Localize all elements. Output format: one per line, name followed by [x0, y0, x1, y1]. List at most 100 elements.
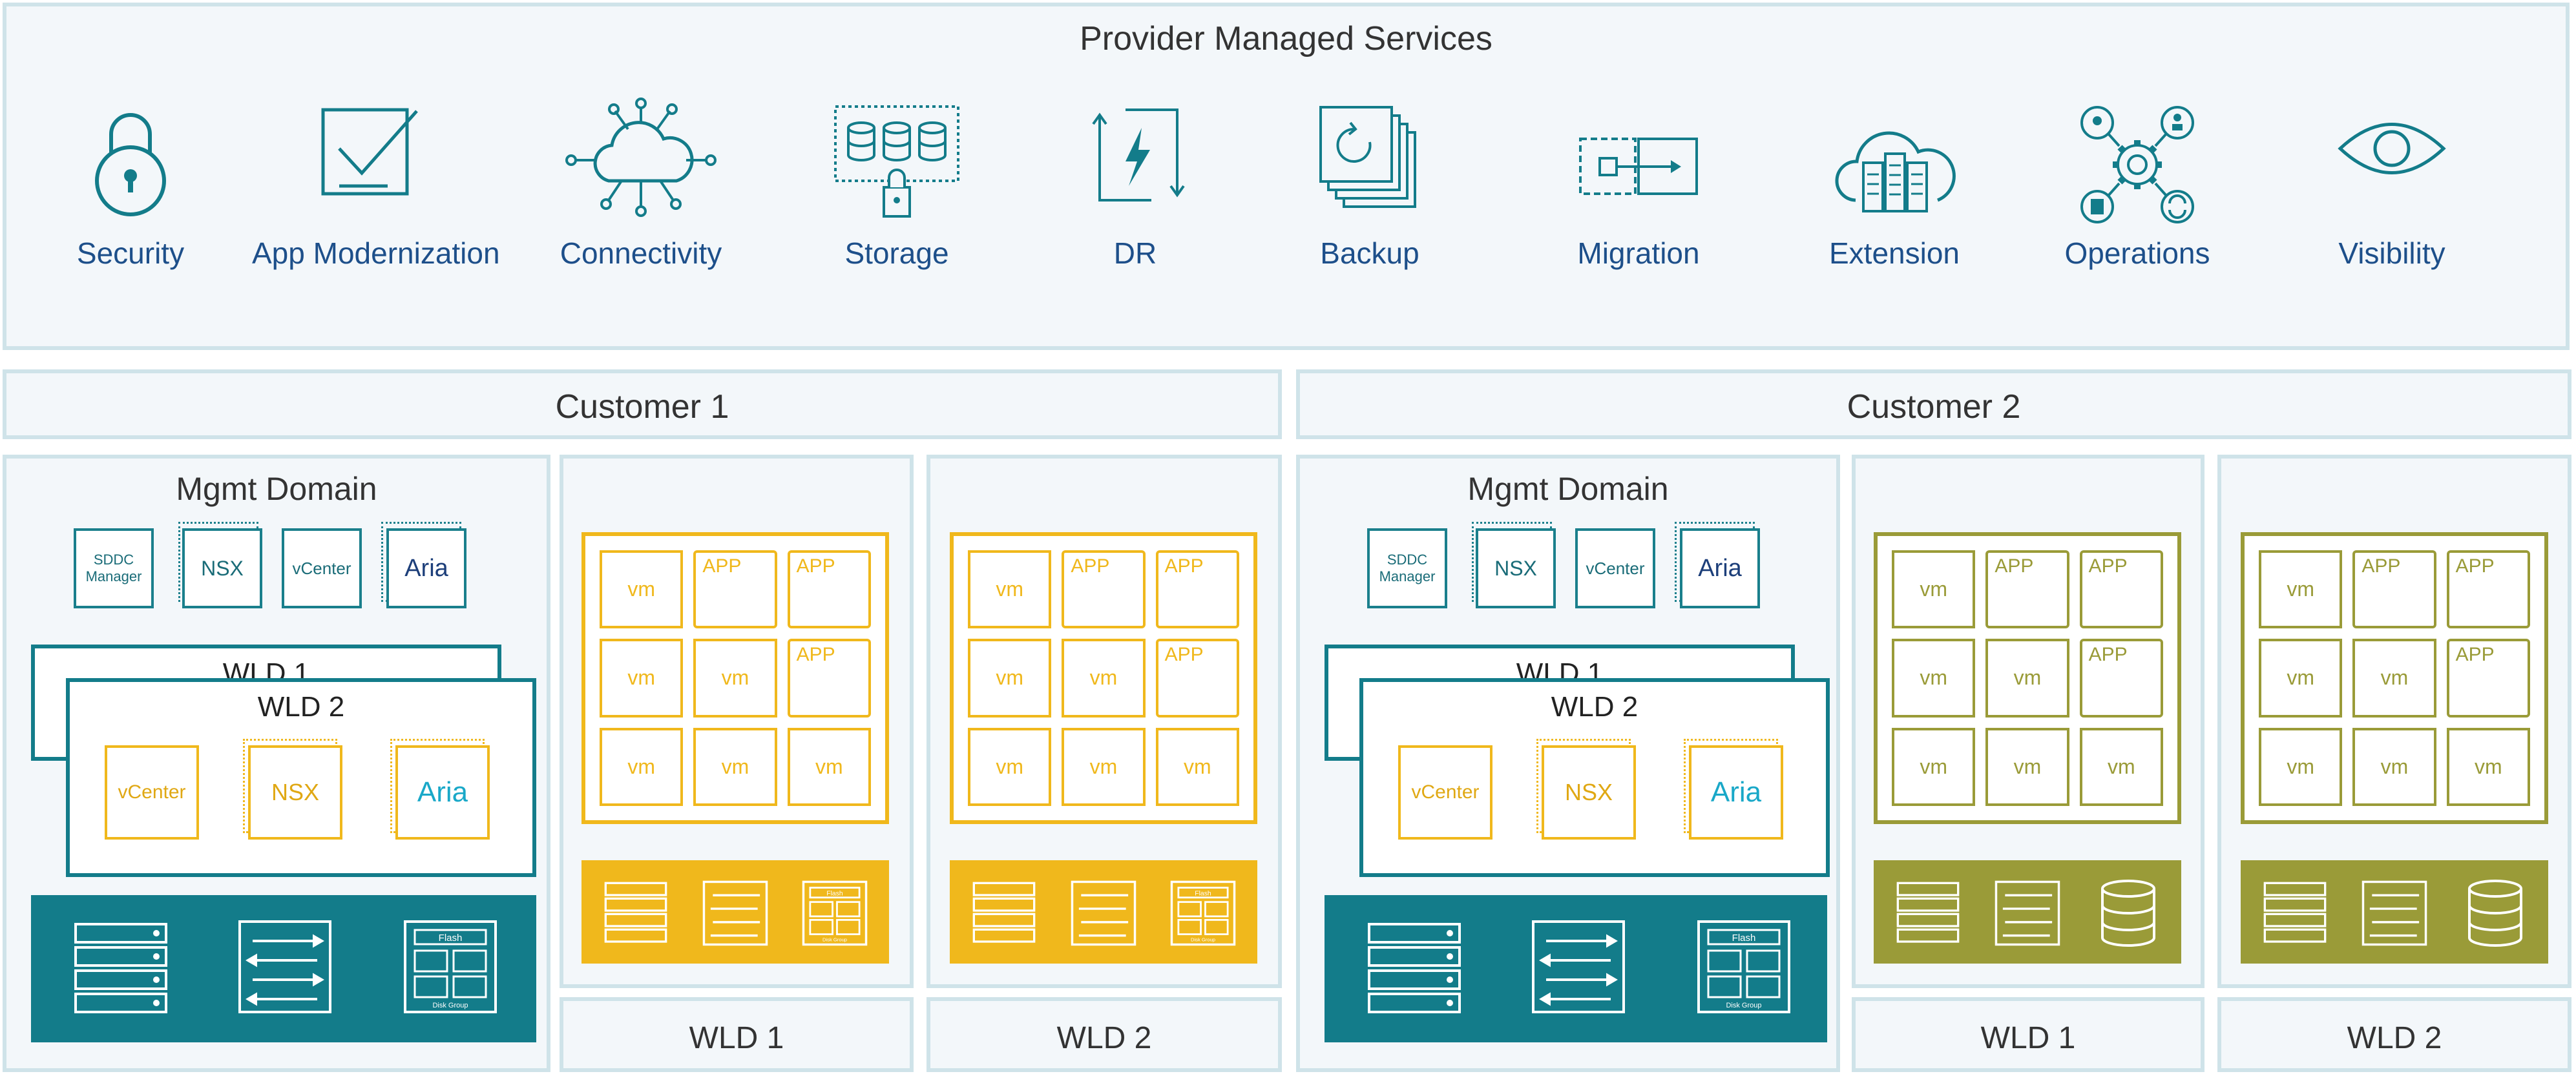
wld-nsx-tile[interactable]: NSX	[1542, 745, 1636, 840]
app-cell[interactable]: APP	[787, 639, 871, 718]
eye-icon	[2338, 123, 2446, 174]
app-cell[interactable]: APP	[2446, 639, 2530, 718]
tile-label: vCenter	[292, 558, 351, 578]
mgmt-infra-band: Flash Disk Group	[31, 895, 536, 1042]
flash-label: Flash	[1732, 933, 1756, 944]
aria-tile[interactable]: Aria	[1680, 528, 1760, 608]
wld-2-front[interactable]: WLD 2 vCenter NSX Aria	[66, 678, 536, 877]
c2-wld1-label-panel: WLD 1	[1852, 997, 2204, 1072]
workload-label: WLD 1	[1980, 1021, 2076, 1055]
network-switch-icon	[1071, 880, 1136, 946]
app-cell[interactable]: APP	[2352, 550, 2436, 629]
c1-wld1-infra-band: Flash Disk Group	[581, 860, 889, 964]
vm-cell[interactable]: vm	[1062, 727, 1146, 806]
disk-group-icon: Flash Disk Group	[1697, 920, 1790, 1013]
service-extension[interactable]: Extension	[1778, 103, 2011, 291]
service-label: App Modernization	[252, 236, 500, 270]
tile-label: NSX	[271, 779, 320, 805]
app-cell[interactable]: APP	[787, 550, 871, 629]
service-backup[interactable]: Backup	[1253, 103, 1486, 291]
c2-wld2-label-panel: WLD 2	[2217, 997, 2571, 1072]
vm-cell[interactable]: vm	[968, 727, 1052, 806]
app-cell[interactable]: APP	[1985, 550, 2069, 629]
migration-arrow-icon	[1579, 138, 1698, 195]
wld-vcenter-tile[interactable]: vCenter	[1398, 745, 1492, 840]
disk-group-icon: Flash Disk Group	[404, 920, 497, 1013]
vm-cell[interactable]: vm	[2259, 639, 2343, 718]
vm-cell[interactable]: vm	[2446, 727, 2530, 806]
storage-lock-icon	[834, 105, 959, 218]
service-migration[interactable]: Migration	[1522, 103, 1755, 291]
vcenter-tile[interactable]: vCenter	[1575, 528, 1655, 608]
tile-label: Aria	[417, 776, 468, 808]
app-cell[interactable]: APP	[2079, 550, 2163, 629]
service-app-modernization[interactable]: App Modernization	[252, 103, 500, 291]
database-icon	[2101, 880, 2155, 947]
aria-tile[interactable]: Aria	[386, 528, 466, 608]
vm-cell[interactable]: vm	[1892, 727, 1976, 806]
customer-1-header: Customer 1	[3, 369, 1282, 439]
customer-title: Customer 2	[1847, 388, 2021, 426]
vm-cell[interactable]: vm	[2352, 727, 2436, 806]
server-rack-icon	[1896, 882, 1960, 943]
tile-label: vCenter	[1586, 558, 1645, 578]
lock-icon	[95, 113, 166, 216]
vm-cell[interactable]: vm	[600, 727, 684, 806]
nsx-tile[interactable]: NSX	[182, 528, 262, 608]
service-security[interactable]: Security	[14, 103, 247, 291]
wld-vcenter-tile[interactable]: vCenter	[105, 745, 199, 840]
app-cell[interactable]: APP	[693, 550, 777, 629]
vm-cell[interactable]: vm	[787, 727, 871, 806]
vm-cell[interactable]: vm	[2259, 727, 2343, 806]
vm-cell[interactable]: vm	[968, 550, 1052, 629]
service-label: Connectivity	[560, 236, 722, 270]
tile-label: SDDC Manager	[85, 552, 142, 584]
database-icon	[2468, 880, 2522, 947]
mgmt-title: Mgmt Domain	[176, 471, 377, 507]
vm-cell[interactable]: vm	[1985, 727, 2069, 806]
service-operations[interactable]: Operations	[2021, 103, 2254, 291]
app-cell[interactable]: APP	[2079, 639, 2163, 718]
vm-cell[interactable]: vm	[2352, 639, 2436, 718]
service-label: Backup	[1320, 236, 1419, 270]
vm-cell[interactable]: vm	[693, 639, 777, 718]
disk-group-label: Disk Group	[1726, 1002, 1761, 1009]
app-cell[interactable]: APP	[1155, 550, 1239, 629]
provider-managed-services-panel: Provider Managed Services	[3, 3, 2570, 350]
tile-label: NSX	[1494, 556, 1537, 580]
wld-nsx-tile[interactable]: NSX	[248, 745, 342, 840]
flash-label: Flash	[439, 933, 463, 944]
vm-cell[interactable]: vm	[1892, 550, 1976, 629]
sddc-manager-tile[interactable]: SDDC Manager	[1367, 528, 1447, 608]
vm-cell[interactable]: vm	[693, 727, 777, 806]
vm-cell[interactable]: vm	[1155, 727, 1239, 806]
vm-cell[interactable]: vm	[600, 639, 684, 718]
vm-cell[interactable]: vm	[1062, 639, 1146, 718]
wld-aria-tile[interactable]: Aria	[395, 745, 490, 840]
service-visibility[interactable]: Visibility	[2276, 103, 2508, 291]
vm-cell[interactable]: vm	[600, 550, 684, 629]
service-label: DR	[1113, 236, 1157, 270]
vm-cell[interactable]: vm	[1892, 639, 1976, 718]
vm-cell[interactable]: vm	[968, 639, 1052, 718]
app-cell[interactable]: APP	[2446, 550, 2530, 629]
vcenter-tile[interactable]: vCenter	[282, 528, 362, 608]
vm-cell[interactable]: vm	[2259, 550, 2343, 629]
app-cell[interactable]: APP	[1062, 550, 1146, 629]
vm-cell[interactable]: vm	[1985, 639, 2069, 718]
service-storage[interactable]: Storage	[780, 103, 1013, 291]
network-switch-icon	[1532, 920, 1625, 1013]
nsx-tile[interactable]: NSX	[1476, 528, 1556, 608]
wld-2-front[interactable]: WLD 2 vCenter NSX Aria	[1359, 678, 1830, 877]
service-connectivity[interactable]: Connectivity	[525, 98, 757, 291]
wld-aria-tile[interactable]: Aria	[1689, 745, 1783, 840]
vm-cell[interactable]: vm	[2079, 727, 2163, 806]
tile-label: Aria	[1698, 554, 1742, 582]
app-cell[interactable]: APP	[1155, 639, 1239, 718]
sddc-manager-tile[interactable]: SDDC Manager	[74, 528, 154, 608]
service-dr[interactable]: DR	[1019, 103, 1251, 291]
service-label: Visibility	[2338, 236, 2445, 270]
